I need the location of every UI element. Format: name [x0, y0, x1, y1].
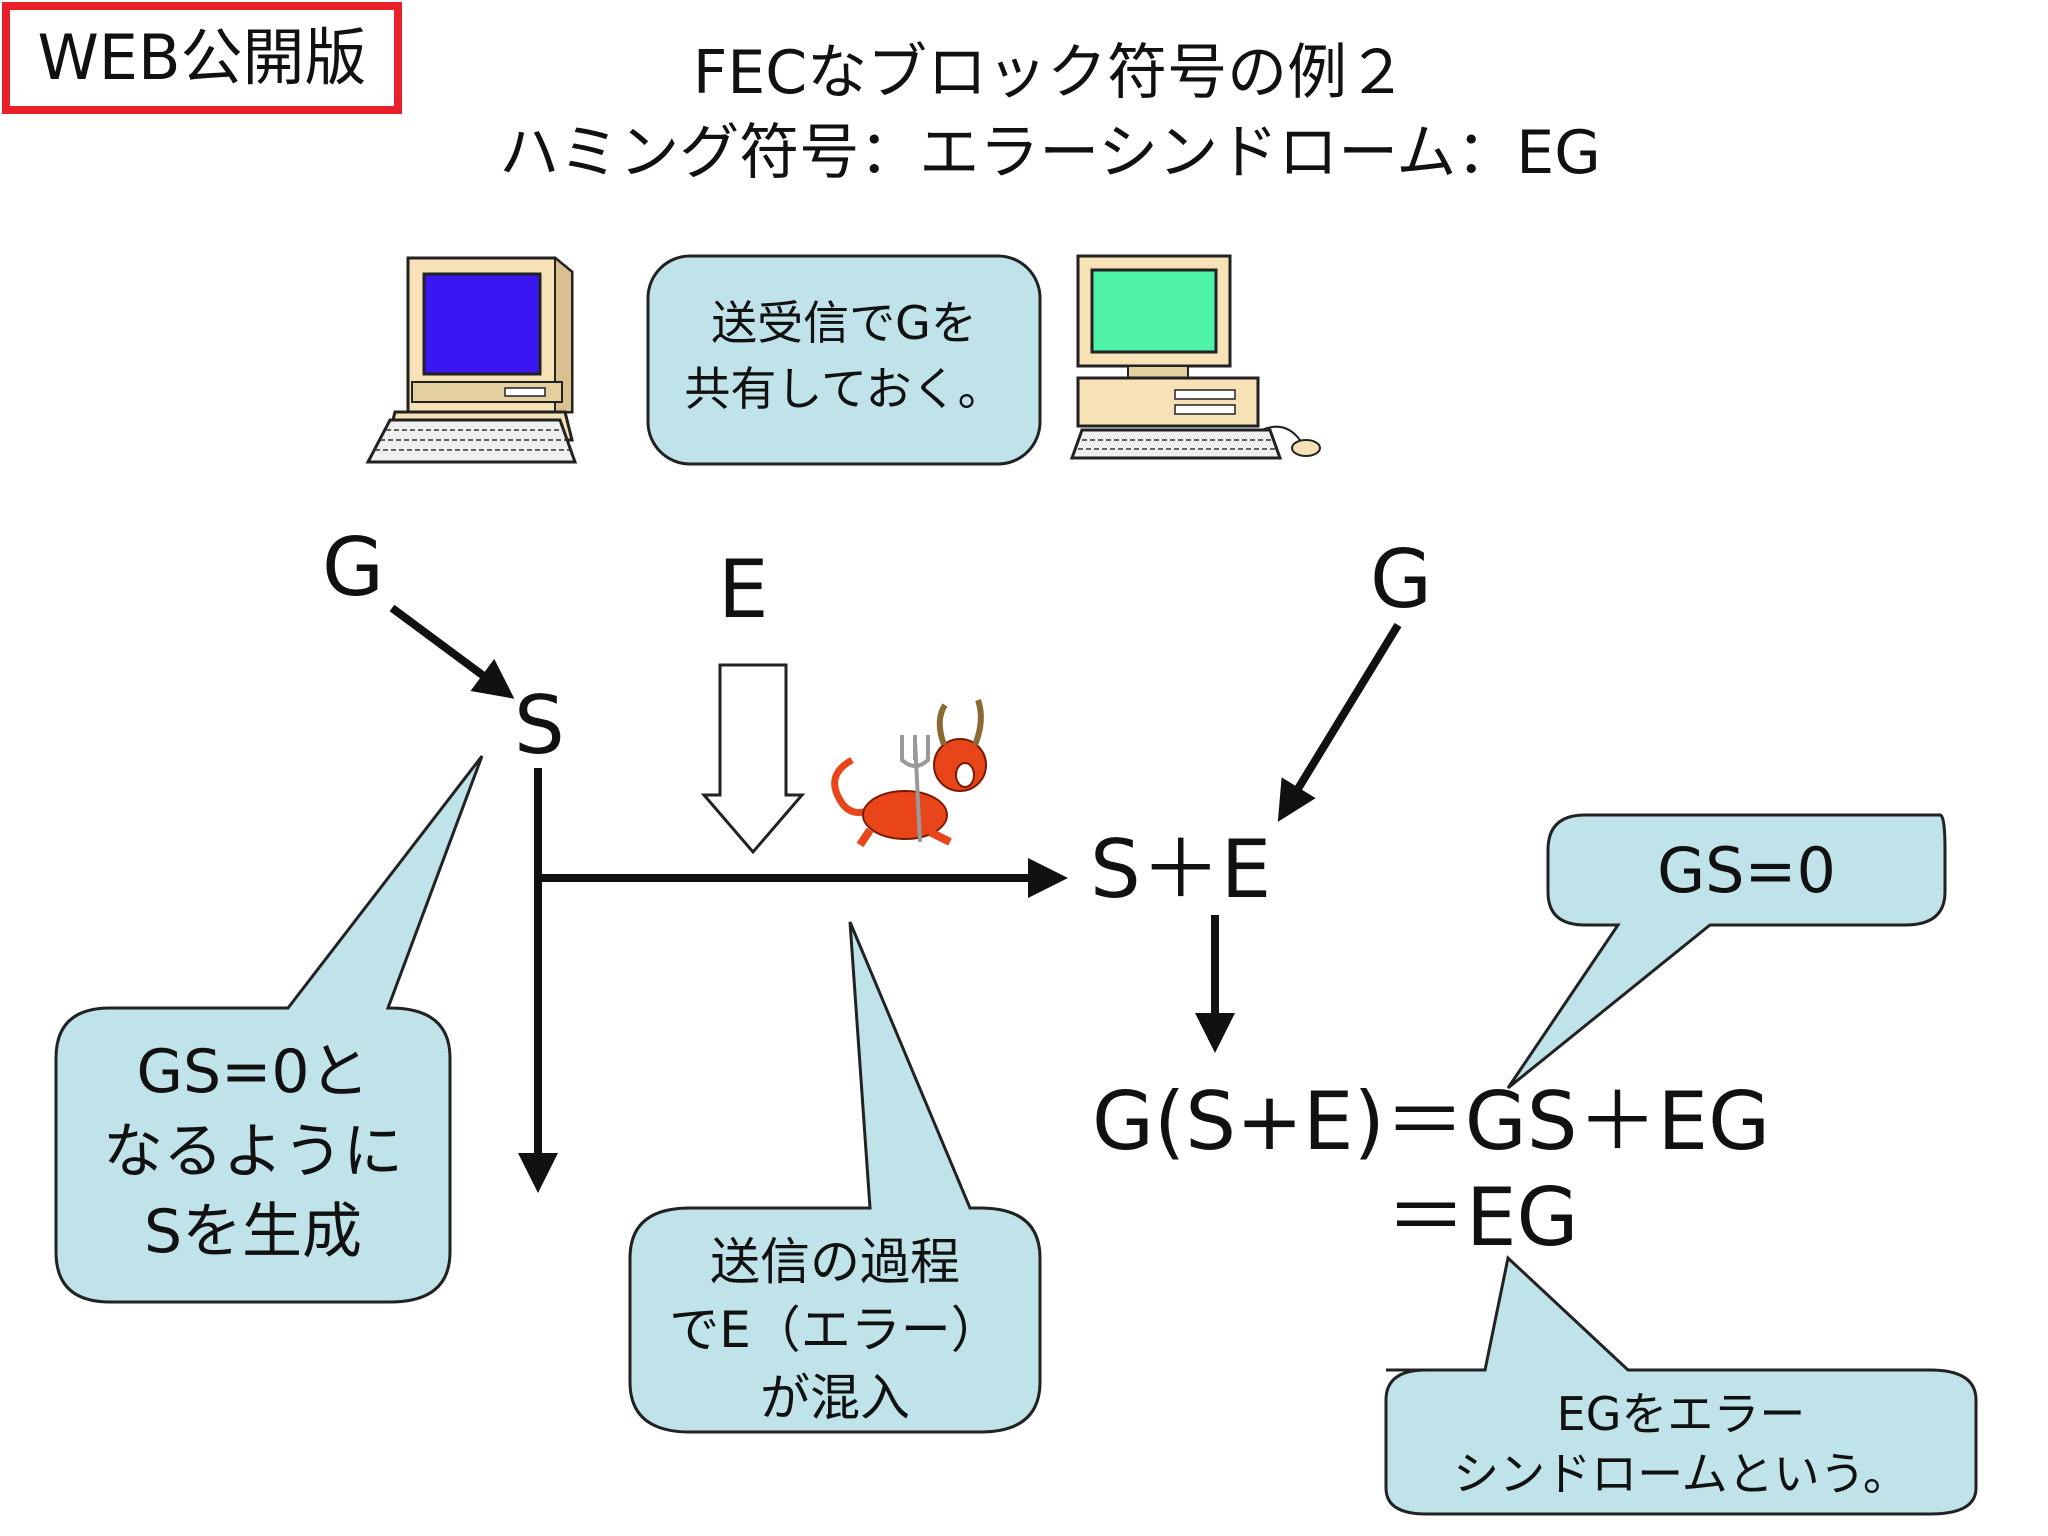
- error-injection-arrow: [700, 663, 806, 855]
- generate-callout-line-1: GS=0と: [136, 1037, 370, 1107]
- gs-zero-callout-text: GS=0: [1548, 836, 1945, 906]
- receiver-computer-icon: [1069, 254, 1321, 460]
- syndrome-callout-line-1: EGをエラー: [1556, 1387, 1806, 1441]
- gs-zero-callout-line-1: GS=0: [1657, 834, 1836, 907]
- share-callout-line-1: 送受信でGを: [711, 296, 977, 350]
- sender-computer-icon: [365, 255, 578, 464]
- formula-line-2: ＝EG: [1386, 1171, 1579, 1264]
- s-left-label: S: [514, 679, 565, 772]
- e-top-label: E: [718, 543, 769, 636]
- g-to-s-plus-e-arrow: [1277, 622, 1402, 822]
- share-callout-bubble: [646, 254, 1042, 466]
- syndrome-callout-bubble: [1384, 1255, 1978, 1516]
- generate-callout-text: GS=0と なるように Sを生成: [56, 1032, 450, 1272]
- syndrome-callout-text: EGをエラー シンドロームという。: [1386, 1384, 1976, 1504]
- error-callout-line-2: でE（エラー）: [669, 1301, 1001, 1359]
- syndrome-callout-line-2: シンドロームという。: [1453, 1447, 1909, 1501]
- error-callout-line-1: 送信の過程: [710, 1233, 960, 1291]
- share-callout-text: 送受信でGを 共有しておく。: [648, 290, 1040, 422]
- devil-icon: [831, 699, 987, 848]
- error-callout-text: 送信の過程 でE（エラー） が混入: [630, 1228, 1040, 1432]
- formula-line-1: G(S+E)＝GS＋EG: [1092, 1075, 1771, 1168]
- error-callout-line-3: が混入: [760, 1369, 910, 1427]
- gs-zero-callout-bubble: [1506, 813, 1947, 1090]
- g-left-label: G: [322, 521, 384, 614]
- web-public-badge: WEB公開版: [2, 2, 402, 114]
- error-callout-bubble: [628, 921, 1042, 1434]
- g-to-s-arrow: [389, 604, 515, 699]
- generate-callout-bubble: [54, 755, 484, 1304]
- generate-callout-line-2: なるように: [103, 1117, 403, 1187]
- s-plus-e-label: S＋E: [1090, 823, 1272, 916]
- title-line-1: FECなブロック符号の例２: [692, 38, 1408, 108]
- generate-callout-line-3: Sを生成: [143, 1197, 363, 1267]
- g-right-label: G: [1370, 533, 1432, 626]
- share-callout-line-2: 共有しておく。: [684, 362, 1004, 416]
- title-line-2: ハミング符号：エラーシンドローム：EG: [499, 118, 1601, 188]
